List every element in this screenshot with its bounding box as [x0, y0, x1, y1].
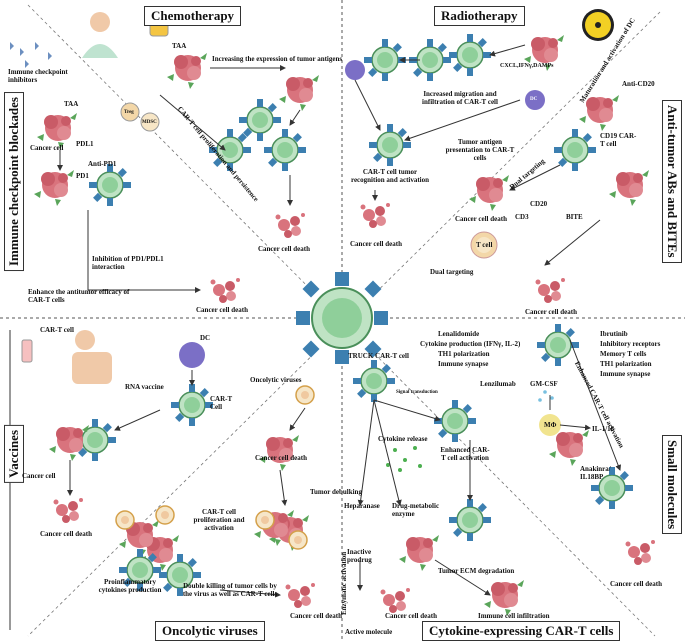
vaccine-death-label: Cancer cell death: [40, 530, 92, 538]
icb-taa-label: TAA: [64, 100, 79, 108]
enzymatic-label: Enzymatic activation: [340, 551, 348, 615]
onco-prolif-label: CAR-T cell proliferation and activation: [193, 508, 245, 532]
icb-cancer-cell-label: Cancer cell: [30, 144, 64, 152]
cd20-label: CD20: [530, 200, 548, 208]
anakinra-label: Anakinra/ IL18BP: [580, 465, 611, 481]
onco-death-2: Cancer cell death: [290, 612, 342, 620]
heparanase-label: Heparanase: [344, 502, 380, 510]
pd1-label: PD1: [76, 172, 89, 180]
synapse-label: Immune synapse: [438, 360, 489, 368]
presentation-label: Tumor antigen presentation to CAR-T cell…: [445, 138, 515, 162]
truck-label: TRUCK CAR-T cell: [348, 352, 409, 360]
il1-label: IL-1/18: [592, 425, 615, 433]
inhib-rec-label: Inhibitory receptors: [600, 340, 661, 348]
radio-dc-label: DC: [530, 97, 538, 102]
cyto-death-label: Cancer cell death: [385, 612, 437, 620]
anti-pd1-label: Anti-PD1: [88, 160, 117, 168]
radiotherapy-title: Radiotherapy: [434, 6, 525, 26]
immune-checkpoint-title: Immune checkpoint blockades: [4, 92, 24, 272]
ecm-label: Tumor ECM degradation: [438, 567, 515, 575]
cd19-label: CD19 CAR-T cell: [600, 132, 637, 148]
infiltration-label: Immune cell infiltration: [478, 612, 550, 620]
cd3-label: CD3: [515, 213, 529, 221]
proinflam-label: Proinflammatory cytokines production: [98, 578, 162, 594]
rna-vaccine-label: RNA vaccine: [125, 383, 164, 391]
icb-inhibition-label: Inhibition of PD1/PDL1 interaction: [92, 255, 164, 271]
central-car-t-cell: [296, 272, 388, 364]
ibrutinib-label: Ibrutinib: [600, 330, 628, 338]
th1-label: TH1 polarization: [438, 350, 490, 358]
icb-death-label: Cancer cell death: [196, 306, 248, 314]
onco-death-1: Cancer cell death: [255, 454, 307, 462]
abs-death-2: Cancer cell death: [525, 308, 577, 316]
synapse2-label: Immune synapse: [600, 370, 651, 378]
treg-label: Treg: [124, 110, 134, 115]
mphi-label: MΦ: [544, 421, 557, 429]
pdl1-label: PDL1: [76, 140, 94, 148]
radio-death-label: Cancer cell death: [350, 240, 402, 248]
vaccine-cancer-cell-label: Cancer cell: [22, 472, 56, 480]
memory-label: Memory T cells: [600, 350, 647, 358]
oncolytic-title: Oncolytic viruses: [155, 621, 265, 641]
signal-label: Signal transduction: [396, 390, 438, 395]
anti-tumor-title: Anti-tumor ABs and BITEs: [662, 100, 682, 263]
recognition-label: CAR-T cell tumor recognition and activat…: [350, 168, 430, 184]
debulking-label: Tumor debulking: [310, 488, 362, 496]
lenalidomide-label: Lenalidomide: [438, 330, 480, 338]
small-death-label: Cancer cell death: [610, 580, 662, 588]
vaccine-cart-label: CAR-T cell: [40, 326, 74, 334]
small-molecules-title: Small molecules: [662, 435, 682, 535]
cytokine-title: Cytokine-expressing CAR-T cells: [422, 621, 621, 641]
cxcl-label: CXCL,IFNγ,DAMPs: [500, 63, 554, 69]
chemotherapy-title: Chemotherapy: [144, 6, 242, 26]
icb-inhibitors-label: Immune checkpoint inhibitors: [8, 68, 68, 84]
th1b-label: TH1 polarization: [600, 360, 652, 368]
cyto-enhanced-label: Enhanced CAR-T cell activation: [440, 446, 490, 462]
vaccine-dc-label: DC: [200, 334, 211, 342]
anti-cd20-label: Anti-CD20: [622, 80, 655, 88]
vaccines-title: Vaccines: [4, 425, 24, 483]
lenzilumab-label: Lenzilumab: [480, 380, 516, 388]
dual-targeting-2: Dual targeting: [430, 268, 474, 276]
cyto-prod-label: Cytokine production (IFNγ, IL-2): [420, 340, 521, 348]
chemo-increase-label: Increasing the expression of tumor antig…: [212, 55, 343, 63]
double-killing-label: Double killing of tumor cells by the vir…: [182, 582, 278, 598]
drug-enzyme-label: Drug-metabolic enzyme: [392, 502, 440, 518]
bite-label: BITE: [566, 213, 583, 221]
abs-death-1: Cancer cell death: [455, 215, 507, 223]
active-label: Active molecule: [345, 628, 393, 636]
icb-enhance-label: Enhance the antitumor efficacy of CAR-T …: [28, 288, 130, 304]
mdsc-label: MDSC: [142, 120, 157, 125]
chemo-death-label: Cancer cell death: [258, 245, 310, 253]
vaccine-cart2-label: CAR-T Cell: [210, 395, 233, 411]
release-label: Cytokine release: [378, 435, 428, 443]
oncolytic-viruses-label: Oncolytic viruses: [250, 376, 302, 384]
migration-label: Increased migration and infiltration of …: [422, 90, 498, 106]
inactive-label: Inactive prodrug: [347, 548, 372, 564]
chemo-taa-label: TAA: [172, 42, 187, 50]
gmcsf-label: GM-CSF: [530, 380, 558, 388]
tcell-label: T cell: [476, 241, 493, 249]
